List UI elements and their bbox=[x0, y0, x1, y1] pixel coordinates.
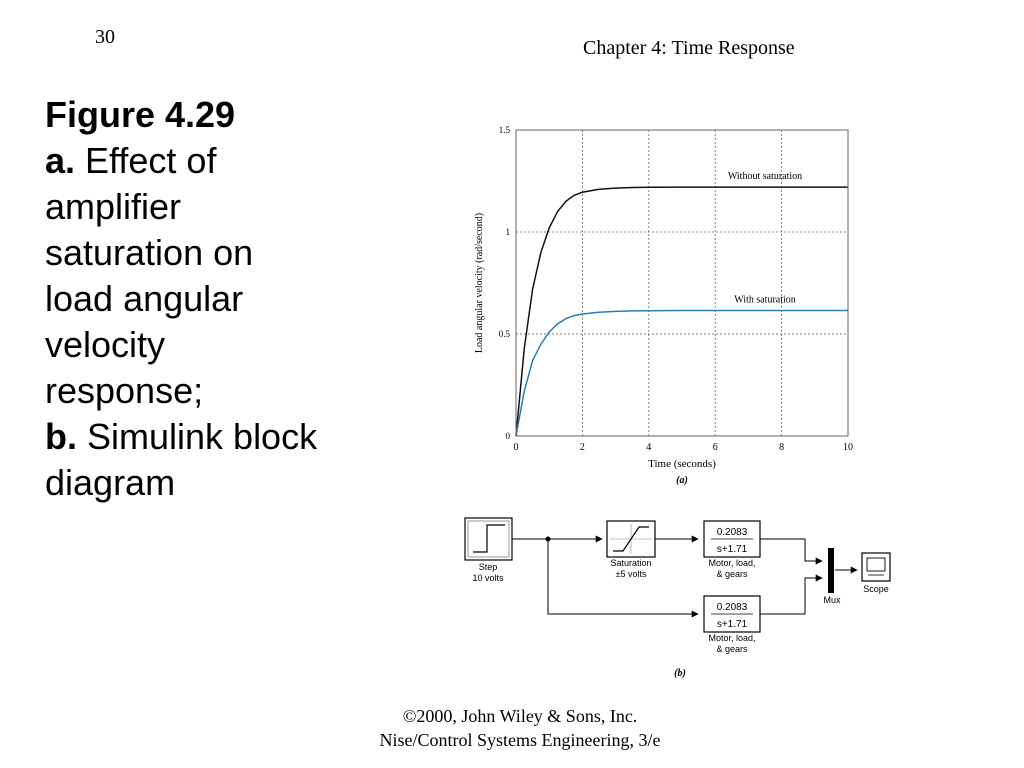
simulink-block-diagram: Step 10 volts Saturation ±5 volts 0.2083… bbox=[464, 517, 891, 679]
figure-label: Figure 4.29 bbox=[45, 94, 236, 135]
chart-grid bbox=[516, 130, 848, 436]
step-icon bbox=[473, 524, 505, 553]
tf1-label: Motor, load, bbox=[708, 558, 755, 568]
saturation-label: Saturation bbox=[610, 558, 651, 568]
series-line-1 bbox=[515, 186, 848, 437]
branch-to-tf2-line bbox=[547, 539, 699, 618]
x-tick-label: 4 bbox=[646, 442, 651, 453]
part-a-text-line: load angular bbox=[45, 278, 244, 319]
tf1-denominator: s+1.71 bbox=[717, 544, 748, 555]
book-reference-line: Nise/Control Systems Engineering, 3/e bbox=[379, 730, 661, 750]
scope-label: Scope bbox=[863, 584, 889, 594]
part-a-label: a. bbox=[45, 140, 76, 181]
x-tick-label: 2 bbox=[580, 442, 585, 453]
saturation-value: ±5 volts bbox=[616, 569, 647, 579]
y-tick-label: 0 bbox=[506, 431, 511, 441]
chapter-title: Chapter 4: Time Response bbox=[583, 37, 795, 59]
x-axis-label: Time (seconds) bbox=[648, 458, 716, 470]
series-line-2 bbox=[515, 309, 848, 437]
part-b-text-line: Simulink block bbox=[77, 416, 318, 457]
figure-caption: Figure 4.29 a. Effect of amplifier satur… bbox=[45, 92, 425, 506]
x-tick-label: 10 bbox=[843, 442, 853, 453]
y-tick-label: 1 bbox=[506, 227, 511, 237]
part-a-text-line: response; bbox=[45, 370, 204, 411]
scope-icon bbox=[866, 557, 886, 572]
slide-number: 30 bbox=[95, 26, 115, 48]
footer: ©2000, John Wiley & Sons, Inc. Nise/Cont… bbox=[300, 704, 740, 752]
part-b-text-line: diagram bbox=[45, 462, 176, 503]
mux-block: Mux bbox=[823, 548, 841, 605]
part-a-text-line: Effect of bbox=[75, 140, 217, 181]
step-label: Step bbox=[479, 562, 498, 572]
part-a-text-line: amplifier bbox=[45, 186, 182, 227]
panel-label-a: (a) bbox=[676, 475, 688, 486]
chart-ticks: 0 2 4 6 8 10 0 0.5 1 1.5 bbox=[499, 125, 853, 453]
x-tick-label: 0 bbox=[514, 442, 519, 453]
saturation-icon bbox=[613, 526, 649, 552]
tf1-label-2: & gears bbox=[716, 569, 748, 579]
signal-lines bbox=[512, 535, 858, 618]
tf1-to-mux-line bbox=[760, 538, 823, 565]
tf2-to-mux-line bbox=[760, 574, 823, 615]
x-tick-label: 8 bbox=[779, 442, 784, 453]
tf1-numerator: 0.2083 bbox=[717, 527, 748, 538]
y-tick-label: 1.5 bbox=[499, 125, 511, 135]
transfer-function-block-2: 0.2083 s+1.71 Motor, load, & gears bbox=[703, 595, 761, 654]
transfer-function-block-1: 0.2083 s+1.71 Motor, load, & gears bbox=[703, 520, 761, 579]
scope-block: Scope bbox=[861, 552, 891, 594]
step-block: Step 10 volts bbox=[464, 517, 513, 583]
part-b-label: b. bbox=[45, 416, 77, 457]
part-a-text-line: saturation on bbox=[45, 232, 254, 273]
tf2-denominator: s+1.71 bbox=[717, 619, 748, 630]
copyright-line: ©2000, John Wiley & Sons, Inc. bbox=[402, 706, 638, 726]
tf2-label-2: & gears bbox=[716, 644, 748, 654]
plot-frame bbox=[515, 129, 849, 437]
series-label-1: Without saturation bbox=[728, 171, 802, 182]
tf2-label: Motor, load, bbox=[708, 633, 755, 643]
tf2-numerator: 0.2083 bbox=[717, 602, 748, 613]
y-axis-label: Load angular velocity (rad/second) bbox=[474, 213, 485, 353]
y-tick-label: 0.5 bbox=[499, 329, 511, 339]
x-tick-label: 6 bbox=[713, 442, 718, 453]
panel-label-b: (b) bbox=[674, 668, 686, 679]
saturation-block: Saturation ±5 volts bbox=[606, 520, 656, 579]
step-value: 10 volts bbox=[472, 573, 504, 583]
series-label-2: With saturation bbox=[734, 295, 796, 306]
mux-label: Mux bbox=[823, 595, 841, 605]
part-a-text-line: velocity bbox=[45, 324, 166, 365]
